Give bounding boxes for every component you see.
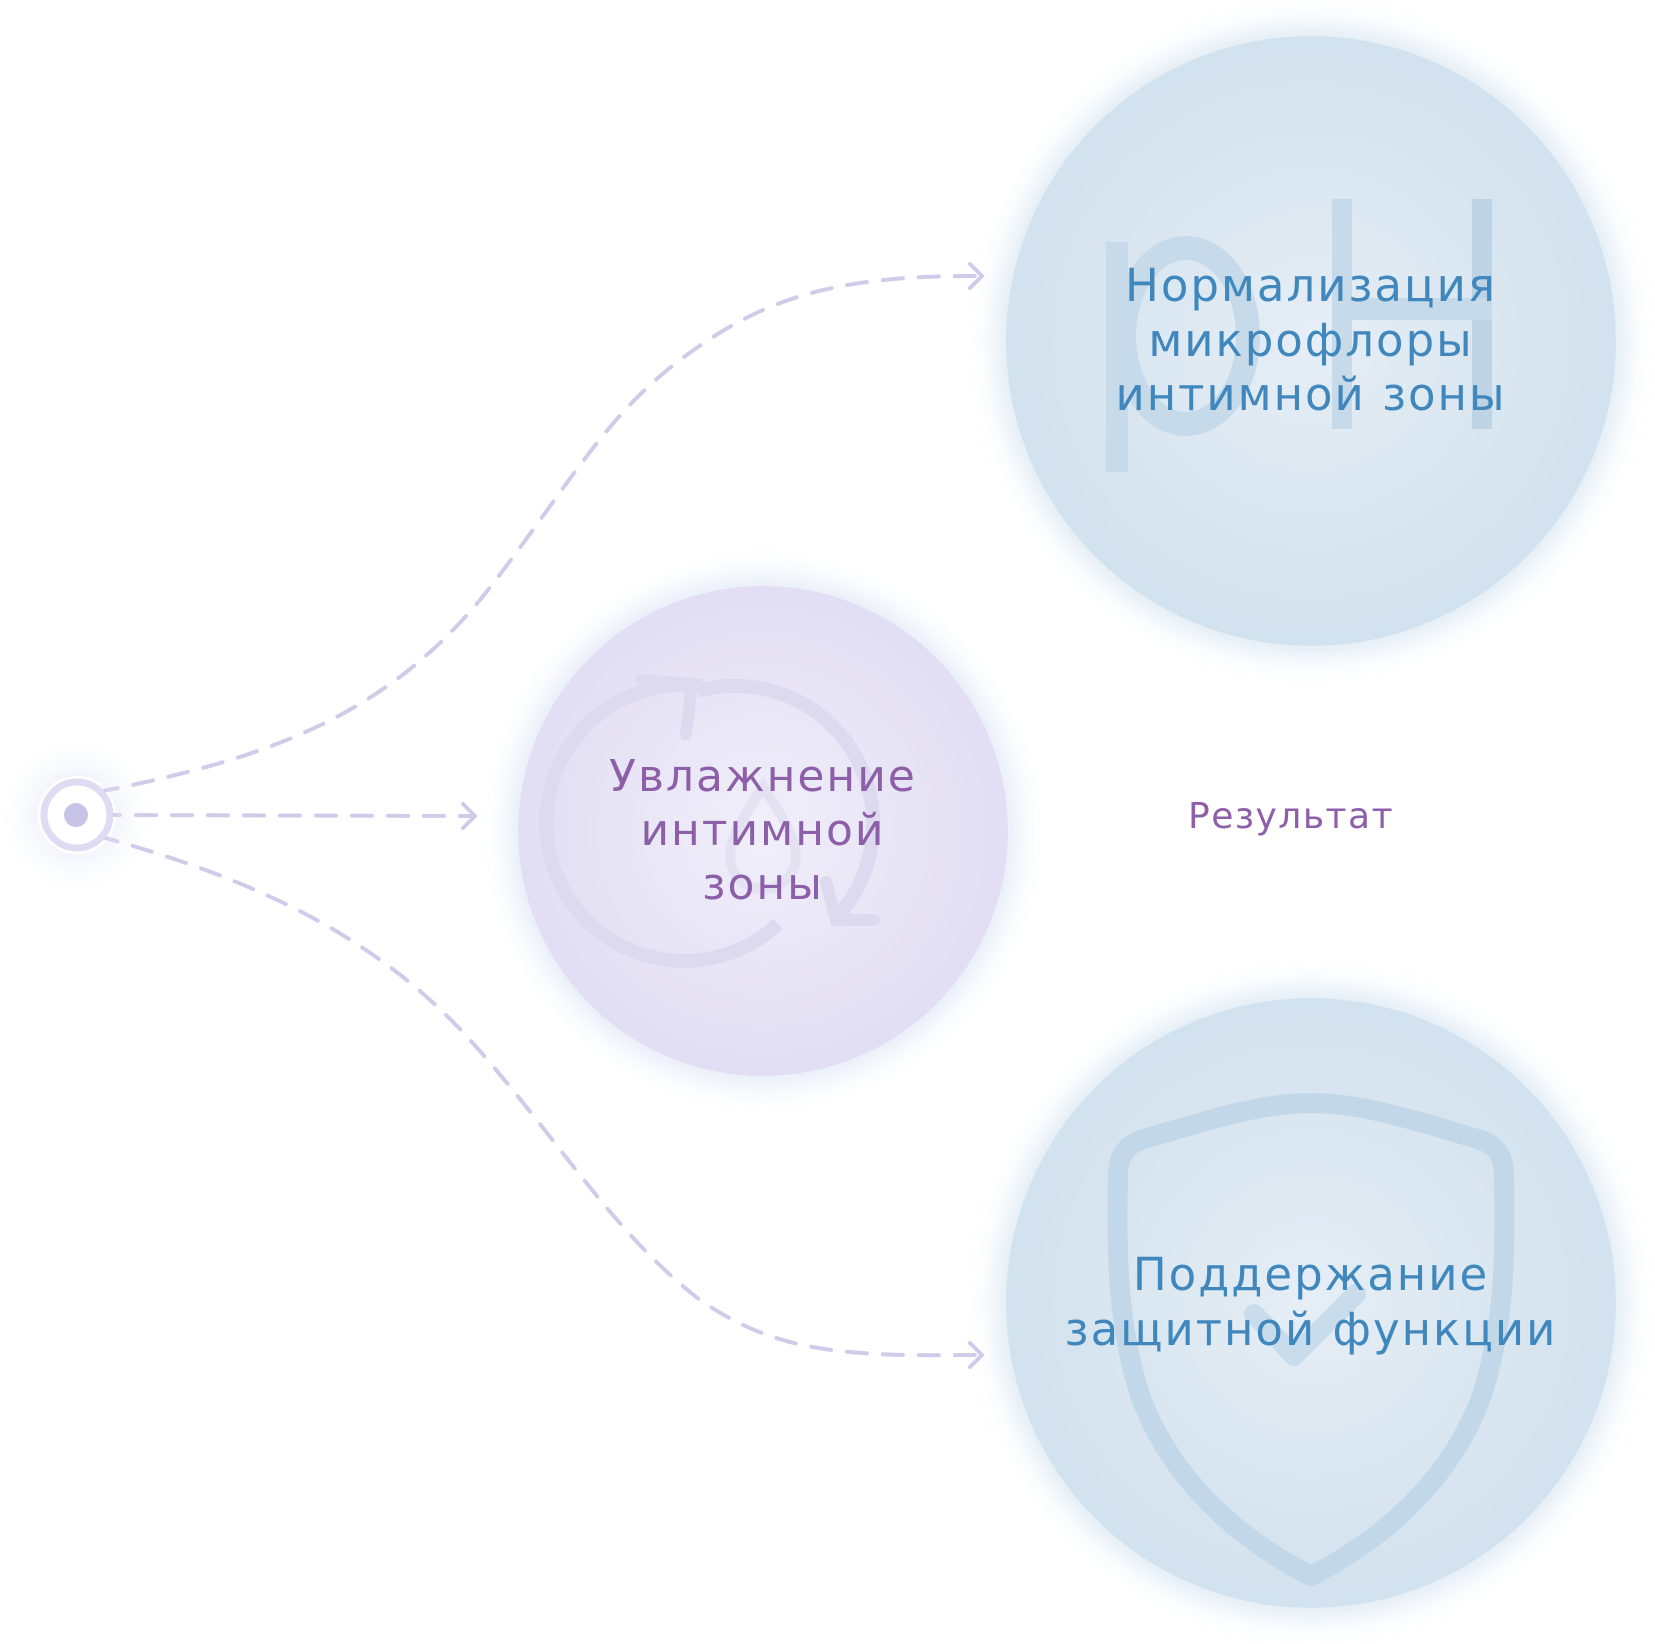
edge-origin-protection xyxy=(96,834,982,1358)
ph-icon xyxy=(1106,199,1492,472)
origin-node-icon xyxy=(40,778,114,852)
shield-check-icon xyxy=(1107,1093,1515,1586)
node-protection-label: Поддержание защитной функции xyxy=(1065,1248,1558,1358)
label-line: Поддержание xyxy=(1132,1248,1490,1302)
result-label: Результат xyxy=(1188,796,1395,837)
edge-origin-moisturizing xyxy=(98,813,472,818)
arrowhead-moisturizing xyxy=(461,802,477,830)
label-line: зоны xyxy=(702,858,824,910)
node-moisturizing-label: Увлажнение интимной зоны xyxy=(609,750,917,911)
origin-node xyxy=(38,776,116,854)
label-line: интимной xyxy=(640,805,886,857)
label-line: Увлажнение xyxy=(609,751,917,803)
label-line: микрофлоры xyxy=(1148,313,1474,367)
arrowhead-microflora xyxy=(968,262,984,290)
label-line: защитной функции xyxy=(1064,1303,1558,1356)
arrowhead-protection xyxy=(968,1341,984,1369)
node-microflora-label: Нормализация микрофлоры интимной зоны xyxy=(1116,259,1507,424)
water-cycle-icon xyxy=(539,674,881,968)
edge-origin-microflora xyxy=(96,273,982,794)
label-line: Нормализация xyxy=(1125,258,1497,312)
node-protection: Поддержание защитной функции xyxy=(1006,998,1616,1608)
label-line: интимной зоны xyxy=(1115,368,1507,422)
node-moisturizing: Увлажнение интимной зоны xyxy=(518,586,1008,1076)
node-microflora: Нормализация микрофлоры интимной зоны xyxy=(1006,36,1616,646)
